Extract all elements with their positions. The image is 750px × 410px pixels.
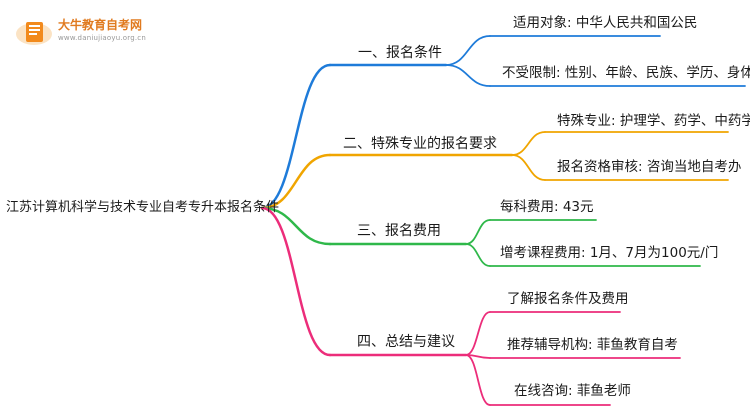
branch-3-leaf-2: 增考课程费用: 1月、7月为100元/门 <box>500 245 719 261</box>
branch-3-leaf-1: 每科费用: 43元 <box>500 199 594 215</box>
branch-4-label: 四、总结与建议 <box>357 334 455 350</box>
edge-branch-4-to-leaf-3 <box>465 354 491 406</box>
edge-root-to-branch-1 <box>260 63 332 210</box>
edge-branch-1-to-leaf-2 <box>445 64 491 87</box>
branch-1-leaf-1: 适用对象: 中华人民共和国公民 <box>513 15 698 31</box>
edge-branch-3-to-leaf-2 <box>465 243 491 267</box>
root-node: 江苏计算机科学与技术专业自考专升本报名条件 <box>6 200 280 215</box>
edge-root-to-branch-2 <box>260 153 332 210</box>
edge-branch-3-to-leaf-1 <box>465 219 491 245</box>
branch-2-label: 二、特殊专业的报名要求 <box>343 136 497 152</box>
branch-1-label: 一、报名条件 <box>358 45 442 61</box>
branch-4-leaf-1: 了解报名条件及费用 <box>507 291 629 307</box>
branch-4-leaf-2: 推荐辅导机构: 菲鱼教育自考 <box>507 337 678 353</box>
branch-1-leaf-2: 不受限制: 性别、年龄、民族、学历、身体健康 <box>502 65 750 81</box>
edge-branch-2-to-leaf-1 <box>511 131 546 156</box>
branch-3-label: 三、报名费用 <box>357 223 441 239</box>
edge-root-to-branch-3 <box>260 206 332 246</box>
brand-name: 大牛教育自考网 <box>58 18 143 32</box>
edge-branch-2-to-leaf-2 <box>511 154 546 181</box>
edge-branch-1-to-leaf-1 <box>445 35 491 66</box>
edge-root-to-branch-4 <box>260 206 332 357</box>
edge-branch-4-to-leaf-1 <box>465 311 491 356</box>
branch-2-leaf-2: 报名资格审核: 咨询当地自考办 <box>557 159 742 175</box>
branch-4-leaf-3: 在线咨询: 菲鱼老师 <box>514 383 631 399</box>
brand-logo <box>14 14 54 48</box>
brand-domain: www.daniujiaoyu.org.cn <box>58 34 146 42</box>
branch-2-leaf-1: 特殊专业: 护理学、药学、中药学 <box>557 113 750 129</box>
